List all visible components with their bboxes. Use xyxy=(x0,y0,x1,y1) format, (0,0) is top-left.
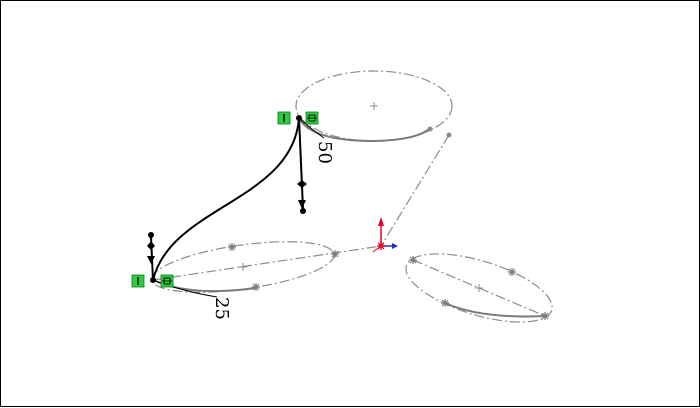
lower-right-ellipse-selected-arc[interactable] xyxy=(444,302,546,318)
construction-path-line[interactable] xyxy=(380,134,450,247)
dimension-leader-lower xyxy=(152,279,218,298)
lower-left-ellipse-major-axis[interactable] xyxy=(152,245,382,281)
lower-right-ellipse[interactable] xyxy=(398,240,559,336)
upper-tangent-handle[interactable] xyxy=(297,117,307,214)
lower-tangent-handle[interactable] xyxy=(147,232,155,281)
dimension-upper[interactable]: 50 xyxy=(314,141,335,164)
vertical-relation-icon[interactable] xyxy=(131,274,145,288)
upper-ellipse-endpoint[interactable] xyxy=(427,126,433,132)
vertical-relation-icon[interactable] xyxy=(277,111,291,125)
lower-right-ellipse-major-axis[interactable] xyxy=(412,259,546,317)
dimension-leader-upper xyxy=(298,117,325,139)
dimension-lower[interactable]: 25 xyxy=(211,297,232,320)
coincident-relation-icon[interactable] xyxy=(160,274,174,288)
coincident-relation-icon[interactable] xyxy=(305,111,319,125)
upper-ellipse-selected-arc[interactable] xyxy=(298,117,430,143)
lower-left-ellipse[interactable] xyxy=(149,232,382,301)
upper-ellipse[interactable] xyxy=(295,70,453,143)
sketch-spline[interactable] xyxy=(152,117,300,281)
construction-path-endpoint[interactable] xyxy=(446,132,452,138)
origin-triad[interactable] xyxy=(372,217,398,253)
